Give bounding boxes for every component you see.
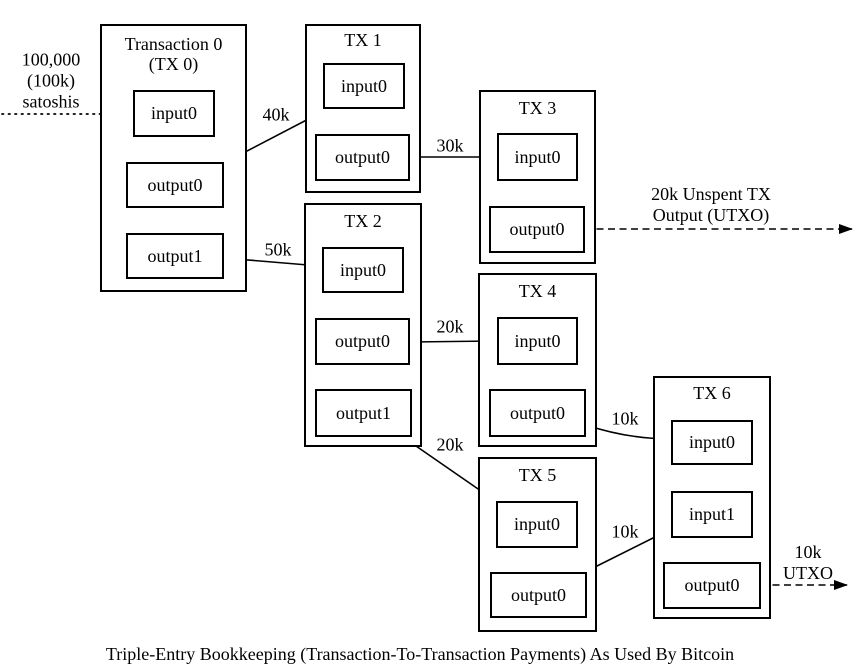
tx6-output0: output0 [663,562,761,609]
utxo-label-10k: 10k UTXO [783,542,833,583]
transaction-box-tx4: TX 4 input0 output0 [478,273,597,447]
tx2-output1: output1 [315,389,412,437]
tx1-title: TX 1 [344,30,382,50]
transaction-box-tx1: TX 1 input0 output0 [305,24,421,193]
tx1-output0: output0 [315,134,410,181]
edge-label-tx0-tx2: 50k [264,239,292,260]
transaction-box-tx2: TX 2 input0 output0 output1 [304,203,422,447]
tx4-output0: output0 [489,389,586,437]
diagram-caption: Triple-Entry Bookkeeping (Transaction-To… [105,644,735,664]
edge-label-tx2-tx5: 20k [436,434,464,455]
tx6-input1: input1 [671,491,753,538]
transaction-box-tx5: TX 5 input0 output0 [478,457,597,632]
tx4-title: TX 4 [518,281,557,301]
tx3-title: TX 3 [518,98,557,118]
source-satoshis-label: 100,000 (100k) satoshis [21,49,81,112]
tx3-input0: input0 [497,133,578,181]
tx0-title: Transaction 0 (TX 0) [124,34,223,74]
utxo-label-20k: 20k Unspent TX Output (UTXO) [651,184,771,225]
tx0-output0: output0 [126,162,224,208]
tx0-output1: output1 [126,233,224,279]
tx0-input0: input0 [133,90,215,137]
tx5-title: TX 5 [518,465,557,485]
tx4-input0: input0 [497,317,578,365]
tx3-output0: output0 [489,206,585,253]
edge-label-tx1-tx3: 30k [436,135,464,156]
tx2-input0: input0 [322,247,404,293]
edge-label-tx2-tx4: 20k [436,316,464,337]
edge-label-tx0-tx1: 40k [262,104,290,125]
tx5-output0: output0 [490,572,587,618]
tx2-title: TX 2 [344,211,382,231]
edge-label-tx4-tx6: 10k [611,408,639,429]
tx6-input0: input0 [671,420,753,465]
tx2-output0: output0 [315,318,410,365]
transaction-box-tx0: Transaction 0 (TX 0) input0 output0 outp… [100,24,247,292]
edge-label-tx5-tx6: 10k [611,521,639,542]
transaction-box-tx6: TX 6 input0 input1 output0 [653,376,771,619]
transaction-box-tx3: TX 3 input0 output0 [479,90,596,264]
tx1-input0: input0 [323,63,405,109]
tx6-title: TX 6 [693,383,731,403]
tx5-input0: input0 [496,501,578,548]
